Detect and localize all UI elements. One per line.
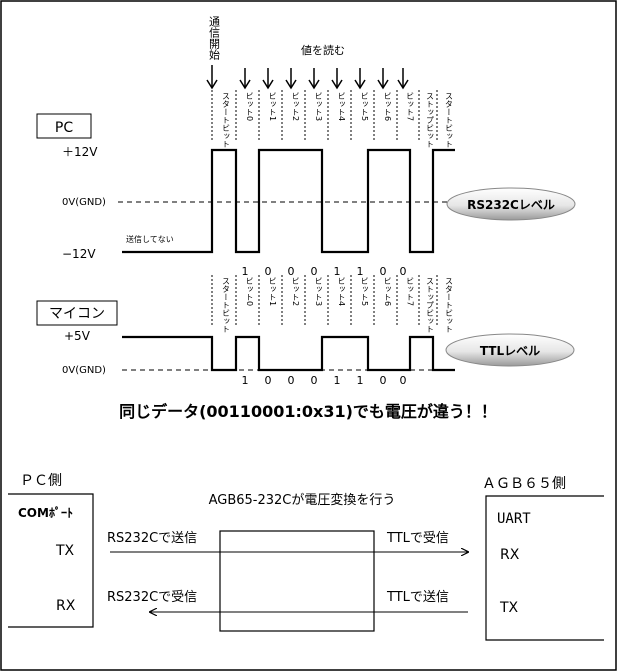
rs232c-waveform: [122, 148, 455, 254]
mid-bit-label: ビット4: [337, 277, 346, 306]
pc-side-title: ＰＣ側: [20, 473, 62, 489]
idle-note: 送信してない: [126, 234, 174, 244]
zero-v-label-mid: 0V(GND): [62, 365, 106, 376]
top-bit-value: 0: [380, 265, 387, 278]
mid-bit-label: ビット7: [406, 277, 415, 306]
agb-rx-label: RX: [500, 547, 520, 563]
top-bit-label: ビット4: [337, 92, 346, 121]
top-bit-value: 1: [357, 265, 364, 278]
top-bit-label: ビット1: [268, 92, 277, 121]
top-bit-value: 0: [288, 265, 295, 278]
mid-bit-value: 1: [357, 374, 364, 387]
read-arrows: [206, 65, 409, 90]
mid-bit-label: ビット0: [245, 277, 254, 306]
down-arrow-head: [308, 79, 320, 90]
mid-bit-label: ビット3: [314, 277, 323, 306]
mid-bit-label: ビット6: [383, 277, 392, 306]
rs232c-receive-label: RS232Cで受信: [107, 590, 197, 605]
mid-bit-value: 0: [265, 374, 272, 387]
agb-side-box: [485, 495, 604, 641]
top-bit-value: 0: [265, 265, 272, 278]
mid-bit-value: 1: [334, 374, 341, 387]
rs232c-level-text: RS232Cレベル: [467, 198, 555, 212]
top-bit-label: スタートビット: [222, 92, 231, 148]
down-arrow-head: [354, 79, 366, 90]
minus12v-label: −12V: [62, 247, 96, 261]
ttl-level-text: TTLレベル: [480, 344, 540, 358]
top-bit-value: 1: [334, 265, 341, 278]
down-arrow-head: [377, 79, 389, 90]
mid-bit-label: スタートビット: [222, 277, 231, 333]
uart-label: UART: [497, 511, 531, 527]
mid-bit-value: 0: [311, 374, 318, 387]
read-value-label: 値を読む: [301, 43, 345, 57]
down-arrow-head: [262, 79, 274, 90]
pc-label: PC: [55, 120, 73, 136]
plus12v-label: ＋12V: [62, 145, 98, 159]
plus5v-label: +5V: [64, 329, 91, 343]
mid-bit-value: 0: [400, 374, 407, 387]
mid-bit-value: 0: [288, 374, 295, 387]
rs232c-level-badge: [446, 187, 576, 221]
bit-labels-top: スタートビット ビット0 ビット1 ビット2 ビット3 ビット4 ビット5 ビット6 ビット7 ス…: [222, 92, 454, 148]
top-bit-value: 0: [400, 265, 407, 278]
top-bit-label: ストップビット: [426, 92, 435, 148]
top-bit-label: ビット6: [383, 92, 392, 121]
mcu-label-box: [36, 300, 118, 326]
pc-rx-label: RX: [56, 598, 76, 614]
converter-box: [219, 530, 375, 632]
mid-bit-label: ストップビット: [426, 277, 435, 333]
mid-bit-label: ビット5: [360, 277, 369, 306]
mid-bit-value: 0: [380, 374, 387, 387]
down-arrow-head: [331, 79, 343, 90]
top-bit-label: ビット3: [314, 92, 323, 121]
bit-labels-mid: スタートビット ビット0 ビット1 ビット2 ビット3 ビット4 ビット5 ビット6 ビット7 ス…: [222, 277, 454, 333]
zero-v-label-top: 0V(GND): [62, 197, 106, 208]
top-bit-label: ビット7: [406, 92, 415, 121]
mcu-label: マイコン: [49, 306, 105, 322]
ttl-receive-label: TTLで受信: [386, 531, 449, 546]
top-bit-value: 0: [311, 265, 318, 278]
pc-side-box: [8, 493, 94, 628]
agb-side-title: ＡＧＢ６５側: [482, 476, 566, 492]
bit-separators-mid: [211, 275, 438, 325]
mid-bit-value: 1: [242, 374, 249, 387]
mid-bit-label: ビット2: [291, 277, 300, 306]
rs232c-send-label: RS232Cで送信: [107, 531, 197, 546]
top-bit-value: 1: [242, 265, 249, 278]
down-arrow-head: [285, 79, 297, 90]
top-bit-label: ビット0: [245, 92, 254, 121]
mid-bit-label: スタートビット: [445, 277, 454, 333]
pc-label-box: [36, 113, 92, 139]
ttl-level-badge: [445, 333, 575, 367]
mid-bit-label: ビット1: [268, 277, 277, 306]
top-bit-label: ビット5: [360, 92, 369, 121]
converter-note: AGB65-232Cが電圧変換を行う: [209, 492, 396, 508]
com-port-label: COMﾎﾟｰﾄ: [18, 505, 73, 520]
bit-separators-top: [211, 90, 438, 140]
down-arrow-head: [206, 79, 218, 90]
top-bit-label: スタートビット: [445, 92, 454, 148]
pc-tx-label: TX: [55, 543, 75, 559]
down-arrow-head: [239, 79, 251, 90]
down-arrow-head: [397, 79, 409, 90]
ttl-send-label: TTLで送信: [386, 590, 449, 605]
agb-tx-label: TX: [499, 600, 519, 616]
voltage-caption: 同じデータ(00110001:0x31)でも電圧が違う！！: [119, 402, 497, 421]
ttl-waveform: [122, 335, 455, 372]
top-bit-label: ビット2: [291, 92, 300, 121]
comm-start-label: 通信開始: [208, 16, 221, 61]
